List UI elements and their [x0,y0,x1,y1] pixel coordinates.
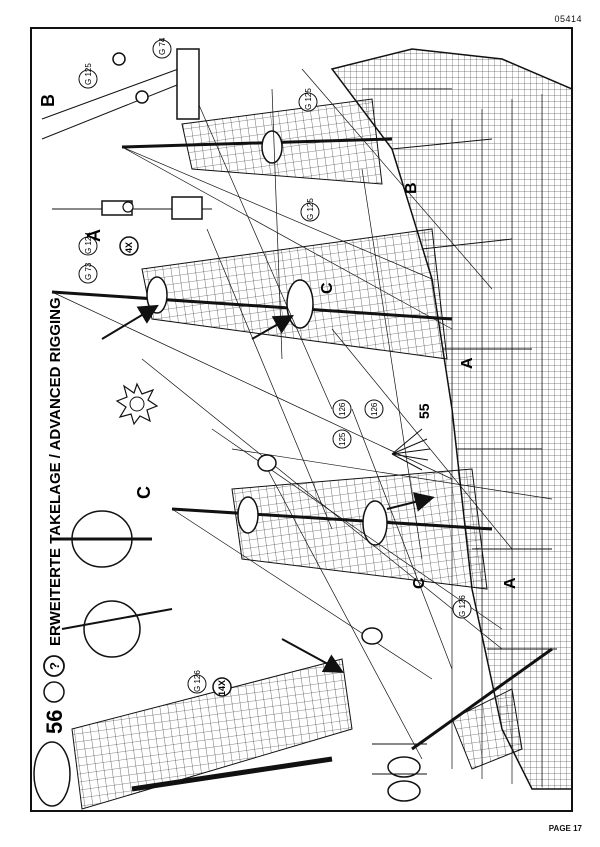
detail-label-b: B [38,94,58,107]
bowsprit [411,647,553,770]
step-title: ERWEITERTE TAKELAGE / ADVANCED RIGGING [47,297,64,646]
page-number: PAGE 17 [548,824,582,833]
step-number: 56 [42,710,67,734]
question-icon [43,655,65,677]
multiplier-badges: 4X 14X [119,236,232,697]
ship-hull [330,48,571,790]
multiplier-14x: 14X [217,680,227,696]
detail-label-c: C [134,486,154,499]
part-g126-left: G 126 [193,670,202,692]
block-icon [112,52,126,66]
mark-a-top: A [459,357,476,369]
mark-c-top: C [319,282,336,294]
detail-c [52,510,173,658]
part-125-a: 125 [338,432,347,446]
part-g125-top: G 125 [304,88,313,110]
part-55: 55 [416,403,432,419]
part-g74: G 74 [158,37,167,55]
part-g124: G 124 [84,232,93,254]
part-g125-b: G 125 [84,63,93,85]
deadeye-detail [372,743,427,802]
multiplier-4x: 4X [124,242,134,253]
part-g126-bottom: G 126 [458,595,467,617]
step-header: 56 ? ERWEITERTE TAKELAGE / ADVANCED RIGG… [42,297,67,734]
document-code: 05414 [554,14,582,24]
mark-b: B [403,182,420,194]
block-icon [135,90,149,104]
rigging-lines [51,68,553,760]
part-126-a: 126 [338,402,347,416]
detail-mast-top [33,658,353,810]
part-callouts: G 125 G 124 G 73 G 74 G 125 G 125 126 12… [78,37,472,694]
mast-aft [121,98,393,185]
ship-callouts: B C A 55 C A [319,182,519,589]
instruction-drawing: 56 ? ERWEITERTE TAKELAGE / ADVANCED RIGG… [33,37,571,810]
mark-a-bottom: A [502,577,519,589]
coil-icon [257,454,383,645]
glue-icon [43,681,65,703]
detail-b [41,48,200,140]
svg-text:?: ? [47,662,62,670]
part-g73: G 73 [84,262,93,280]
mark-c-bottom: C [411,577,428,589]
detail-a [52,196,212,220]
instruction-panel: 56 ? ERWEITERTE TAKELAGE / ADVANCED RIGG… [30,27,573,812]
sunburst-icon [391,428,431,471]
star-gear-icon [115,382,159,426]
part-126-b: 126 [370,402,379,416]
part-g125-mid: G 125 [306,198,315,220]
mast-main [51,228,453,360]
